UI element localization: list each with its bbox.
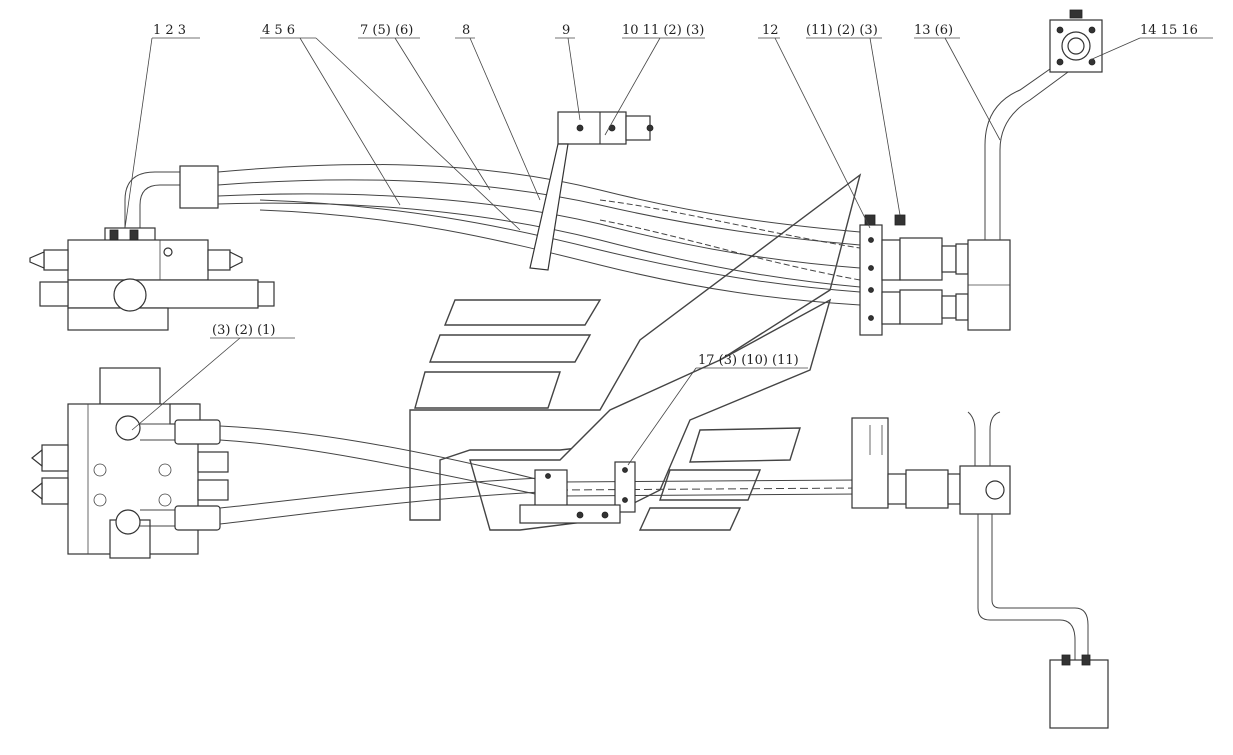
upper-left-valve-block [29, 227, 275, 331]
callout-label: 4 5 6 [262, 23, 295, 38]
riser-pipe-and-flange [984, 9, 1103, 240]
pipe-clamp-upper-middle [529, 111, 654, 271]
callout-label: 1 2 3 [153, 23, 186, 38]
callout-label: 14 15 16 [1140, 23, 1198, 38]
callout-label: 9 [562, 23, 570, 38]
callout-labels: 1 2 3 4 5 6 7 (5) (6) 8 9 10 11 (2) (3) … [153, 23, 1198, 368]
lower-pipe-bundle [140, 419, 861, 531]
callout-label: 17 (3) (10) (11) [698, 353, 799, 368]
leader-lines [124, 37, 1213, 466]
lower-middle-clamp [519, 461, 636, 524]
upper-pipe-bundle [124, 164, 861, 306]
callout-label: (11) (2) (3) [806, 23, 878, 38]
callout-label: 13 (6) [914, 23, 953, 38]
callout-label: 8 [462, 23, 470, 38]
callout-label: 10 11 (2) (3) [622, 23, 704, 38]
callout-label: (3) (2) (1) [212, 323, 276, 338]
upper-right-fittings [859, 214, 1011, 336]
callout-label: 7 (5) (6) [360, 23, 413, 38]
lower-right-fittings [851, 411, 1109, 729]
callout-label: 12 [762, 23, 779, 38]
